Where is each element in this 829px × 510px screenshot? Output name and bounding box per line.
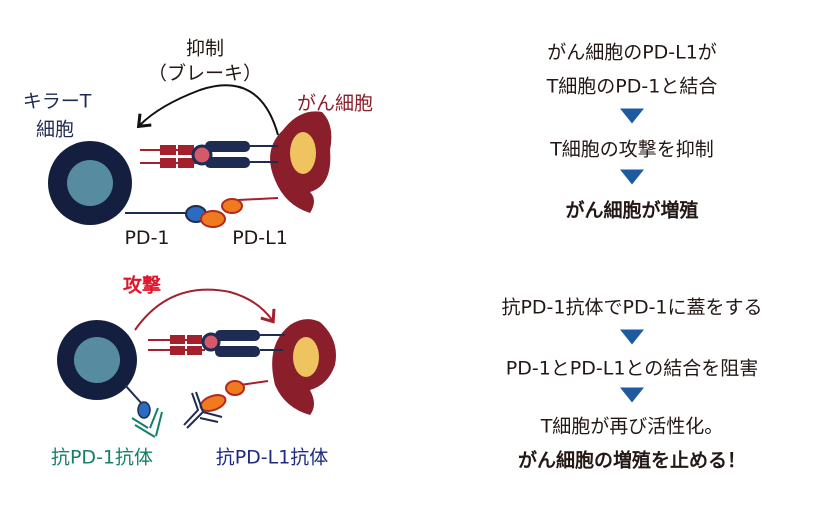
pdl1-label: PD-L1 [232,227,288,249]
flow2-step2: PD-1とPD-L1との結合を阻害 [505,357,759,380]
anti-pdl1-label: 抗PD-L1抗体 [215,446,329,469]
cancer-cell-top [270,111,332,213]
pd1-pdl1-binding [125,197,279,228]
cancer-cell-label: がん細胞 [296,92,374,115]
pd1-label: PD-1 [124,227,170,249]
flow1-step2: T細胞の攻撃を抑制 [550,138,714,161]
killer-t-label-line1: キラーT [22,90,92,113]
flow1-result: がん細胞が増殖 [565,199,699,222]
pdl1-with-antibody [183,380,269,429]
flow1-step1b: T細胞のPD-1と結合 [546,75,718,98]
tcr-complex-top [140,141,278,168]
flow2-step1: 抗PD-1抗体でPD-1に蓋をする [501,296,763,319]
flow2-result: がん細胞の増殖を止める！ [517,449,747,472]
flow1-step1a: がん細胞のPD-L1が [547,41,717,64]
down-arrow-icon [620,108,644,124]
killer-t-label-line2: 細胞 [35,118,75,141]
attack-arrow [134,288,276,331]
down-arrow-icon [620,387,644,403]
inhibit-arrow [136,84,279,136]
brake-label: （ブレーキ） [147,62,263,85]
killer-t-cell-top [48,141,132,225]
killer-t-cell-bottom [57,320,137,400]
tcr-complex-bottom [148,330,285,357]
pd1-with-antibody [124,384,163,438]
down-arrow-icon [620,169,644,185]
inhibit-label: 抑制 [185,37,225,60]
cancer-cell-bottom [272,319,336,415]
anti-pd1-label: 抗PD-1抗体 [50,446,154,469]
attack-label: 攻撃 [122,274,162,297]
down-arrow-icon [620,329,644,345]
flow2-step3: T細胞が再び活性化。 [540,415,724,438]
